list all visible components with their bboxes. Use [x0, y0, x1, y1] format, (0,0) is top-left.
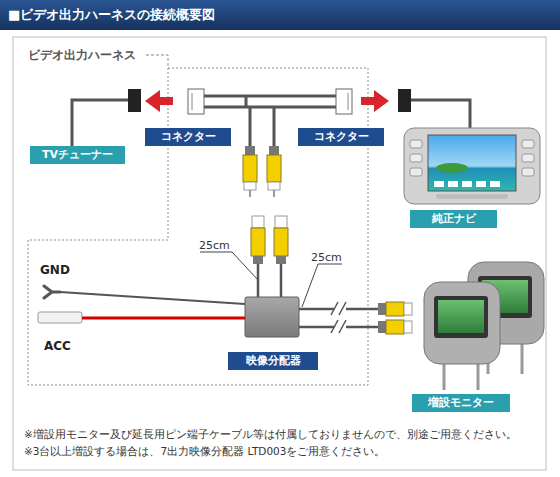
note: ※3台以上増設する場合は、7出力映像分配器 LTD003をご用意ください。 [24, 444, 544, 458]
connector-detail [192, 93, 193, 110]
jack-body [386, 302, 404, 316]
jack-collar [253, 256, 263, 264]
nav-screen [428, 135, 516, 191]
headrest-monitor [424, 282, 500, 390]
plug-shell [268, 182, 280, 190]
label-box: TVチューナー [30, 146, 125, 164]
rca-plug [267, 146, 281, 197]
screen-icon [462, 181, 472, 187]
plug-pin [249, 190, 251, 197]
island [436, 163, 468, 173]
navigation-unit [404, 128, 540, 204]
ground-wire [60, 292, 245, 304]
title-band: ■ビデオ出力ハーネスの接続概要図 [0, 0, 560, 30]
acc-wire [82, 317, 245, 320]
label-text: コネクター [298, 128, 384, 146]
screen-icon [490, 181, 500, 187]
headrest [424, 282, 500, 364]
cable [411, 100, 470, 128]
cable [204, 96, 336, 107]
cable [72, 100, 128, 146]
break-mark [331, 302, 346, 333]
headrest-post [444, 364, 478, 390]
label-box: 純正ナビ [410, 210, 497, 228]
connector-detail [348, 93, 349, 110]
dimension: 25cm [311, 251, 342, 265]
plug-body [243, 155, 257, 182]
connector-plug [398, 89, 411, 112]
ground-terminal [44, 286, 60, 298]
plug-collar [269, 146, 279, 155]
screen-icon [476, 181, 486, 187]
jack-tip [404, 321, 412, 333]
label-box: コネクター [145, 128, 231, 146]
connector-plug [128, 89, 141, 112]
jack-body [386, 320, 404, 334]
video-distributor [245, 297, 299, 337]
group-label: ビデオ出力ハーネス [28, 48, 136, 62]
connector-housing [336, 89, 352, 114]
screen-icon [434, 181, 444, 187]
note: ※増設用モニター及び延長用ピン端子ケーブル等は付属しておりませんので、別途ご用意… [24, 427, 544, 441]
nav-body [404, 128, 540, 204]
acc-terminal [38, 312, 82, 323]
label-box: コネクター [298, 128, 384, 146]
plug-collar [245, 146, 255, 155]
rca-jack [378, 302, 412, 316]
label-text: 増設モニター [412, 394, 510, 412]
label-text: 映像分配器 [228, 352, 318, 370]
nav-button [410, 154, 422, 162]
plug-pin [273, 190, 275, 197]
monitor-screen [438, 300, 484, 333]
harness-outline [28, 68, 368, 385]
monitor-frame [434, 296, 488, 338]
rca-jack [251, 216, 265, 264]
rca-jack [378, 320, 412, 334]
jack-collar [378, 321, 386, 333]
cable [246, 96, 274, 148]
jack-body [274, 228, 288, 256]
label-text: 純正ナビ [410, 210, 497, 228]
signal-name: GND [40, 263, 70, 277]
jack-tip [404, 303, 412, 315]
nav-button [522, 154, 534, 162]
label-box: 増設モニター [412, 394, 510, 412]
dimension: 25cm [199, 239, 230, 253]
nav-button [410, 140, 422, 148]
jack-body [251, 228, 265, 256]
nav-button [522, 140, 534, 148]
red-arrow [145, 90, 173, 112]
plug-body [267, 155, 281, 182]
rca-jack [274, 216, 288, 264]
rca-plug [243, 146, 257, 197]
label-text: コネクター [145, 128, 231, 146]
cable [258, 264, 281, 297]
nav-button-row [436, 194, 508, 199]
title-text: ■ビデオ出力ハーネスの接続概要図 [8, 6, 215, 24]
jack-tip [275, 216, 287, 228]
panel-frame [13, 37, 546, 470]
label-box: 映像分配器 [228, 352, 318, 370]
screen-icon [448, 181, 458, 187]
jack-tip [252, 216, 264, 228]
plug-shell [244, 182, 256, 190]
label-text: TVチューナー [30, 146, 125, 164]
jack-collar [276, 256, 286, 264]
jack-collar [378, 303, 386, 315]
connector-housing [188, 89, 204, 114]
nav-button [410, 168, 422, 176]
red-arrow [361, 90, 389, 112]
signal-name: ACC [44, 339, 71, 353]
leader-line [200, 252, 258, 280]
leader-line [146, 55, 168, 68]
nav-button [522, 168, 534, 176]
